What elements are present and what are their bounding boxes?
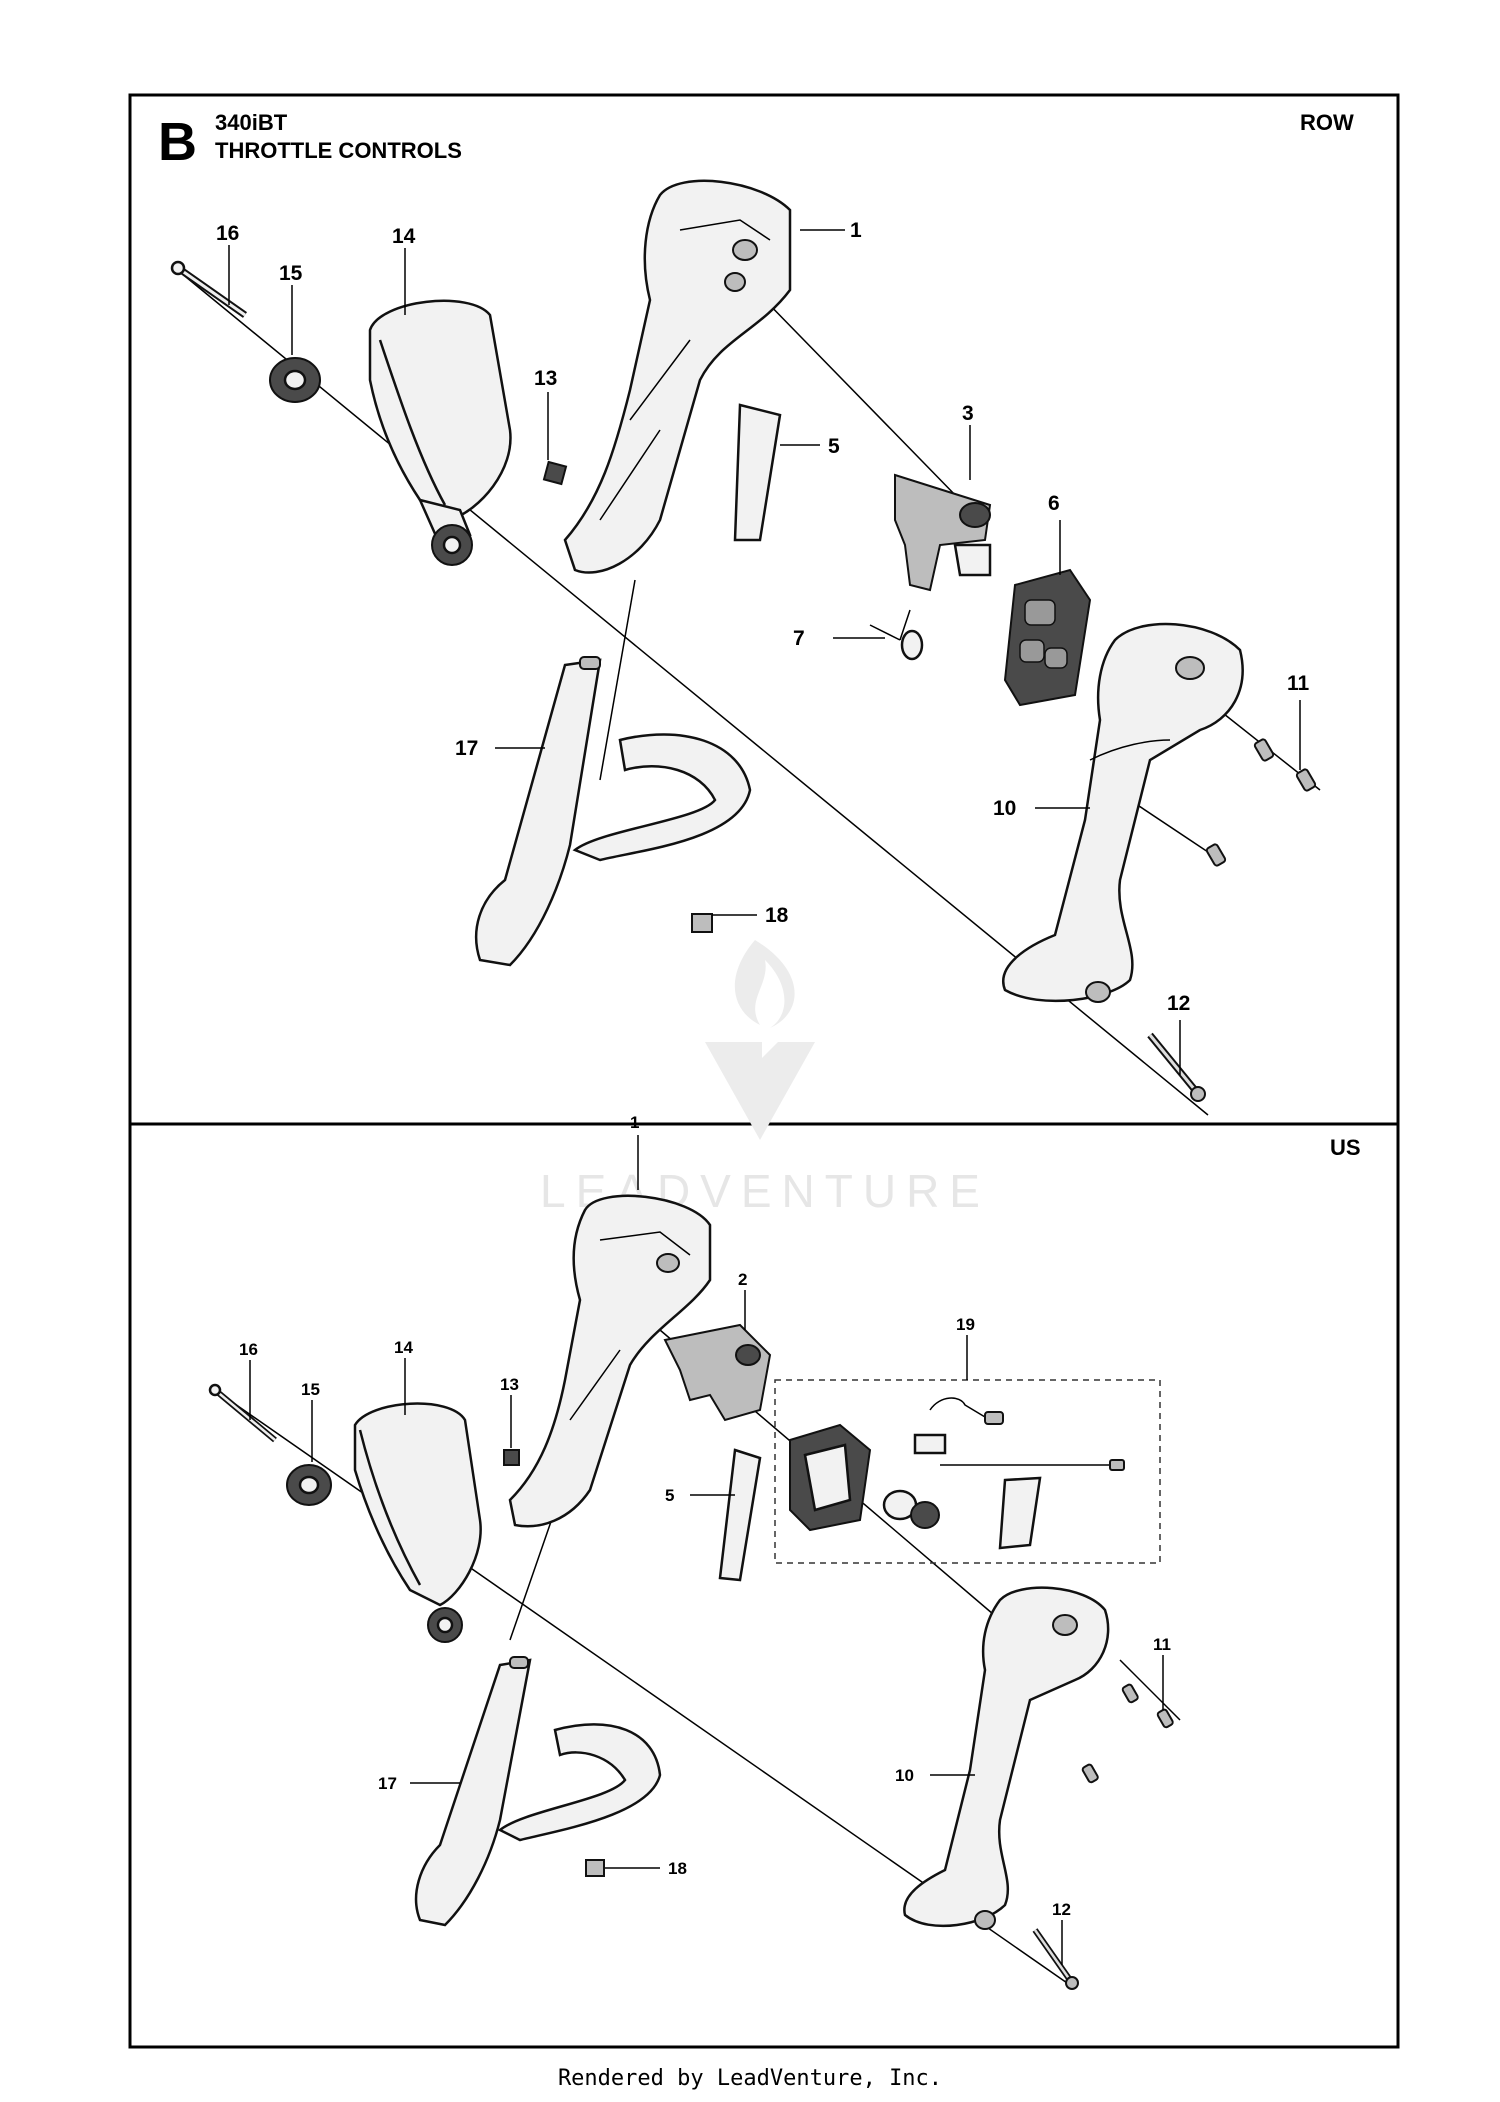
region-label-row: ROW [1300, 110, 1354, 135]
svg-text:13: 13 [534, 367, 557, 390]
callout-us-10: 10 [895, 1766, 975, 1785]
part-11-screws [1205, 738, 1317, 867]
svg-text:18: 18 [765, 904, 789, 927]
callout-us-13: 13 [500, 1375, 519, 1448]
callout-us-5: 5 [665, 1486, 735, 1505]
callout-7: 7 [793, 627, 885, 650]
part-10-grip-us [903, 1586, 1110, 1930]
svg-text:12: 12 [1052, 1900, 1071, 1919]
section-letter: B [158, 112, 197, 172]
callout-1: 1 [800, 219, 862, 242]
svg-text:13: 13 [500, 1375, 519, 1394]
svg-text:1: 1 [630, 1113, 639, 1132]
footer-credit: Rendered by LeadVenture, Inc. [558, 2066, 942, 2091]
part-16-bolt-us [208, 1383, 277, 1443]
svg-text:18: 18 [668, 1859, 687, 1878]
callout-us-18: 18 [605, 1859, 687, 1878]
part-14-clamp [368, 299, 512, 566]
part-1-housing [563, 179, 792, 574]
callout-us-16: 16 [239, 1340, 258, 1420]
part-7-spring [869, 624, 924, 661]
svg-text:15: 15 [301, 1380, 320, 1399]
model-number: 340iBT [215, 110, 288, 135]
callout-us-14: 14 [394, 1338, 413, 1415]
svg-text:5: 5 [828, 435, 840, 458]
callout-3: 3 [962, 402, 974, 480]
part-15-knob [269, 357, 321, 403]
callout-16: 16 [216, 222, 239, 305]
part-14-clamp-us [353, 1402, 482, 1643]
part-6-switch [1003, 568, 1092, 707]
svg-text:19: 19 [956, 1315, 975, 1334]
part-16-bolt [170, 260, 248, 318]
callout-us-2: 2 [738, 1270, 747, 1330]
svg-text:5: 5 [665, 1486, 674, 1505]
part-15-knob-us [286, 1464, 332, 1506]
flame-watermark-icon [734, 940, 795, 1028]
callout-12: 12 [1167, 992, 1190, 1075]
svg-text:10: 10 [895, 1766, 914, 1785]
svg-text:7: 7 [793, 627, 805, 650]
svg-text:11: 11 [1287, 672, 1310, 695]
callout-10: 10 [993, 797, 1090, 820]
part-5-lever [733, 403, 782, 542]
part-5-lever-us [718, 1448, 762, 1582]
svg-text:12: 12 [1167, 992, 1190, 1015]
part-3-trigger [894, 473, 992, 592]
callout-14: 14 [392, 225, 416, 315]
part-18-nut-us [585, 1859, 605, 1877]
callout-us-11: 11 [1153, 1635, 1171, 1710]
svg-text:16: 16 [239, 1340, 258, 1359]
part-18-nut [691, 913, 713, 933]
svg-text:14: 14 [392, 225, 416, 248]
callout-us-1: 1 [630, 1113, 639, 1190]
callout-5: 5 [780, 435, 840, 458]
part-10-grip [1002, 622, 1244, 1003]
svg-text:3: 3 [962, 402, 974, 425]
svg-text:2: 2 [738, 1270, 747, 1289]
part-13-nut-us [503, 1449, 520, 1466]
v-logo-watermark-icon [705, 1042, 815, 1140]
diagram-frame [128, 93, 1400, 2049]
svg-text:16: 16 [216, 222, 239, 245]
svg-text:11: 11 [1153, 1635, 1171, 1654]
part-12-screw-us [1032, 1928, 1079, 1990]
svg-text:1: 1 [850, 219, 862, 242]
part-17-handle-us [414, 1656, 662, 1927]
callout-6: 6 [1048, 492, 1061, 575]
diagram-title: THROTTLE CONTROLS [215, 138, 462, 163]
callout-us-12: 12 [1052, 1900, 1071, 1965]
part-13-nut [542, 460, 568, 486]
part-1-housing-us [508, 1194, 712, 1528]
callout-us-17: 17 [378, 1774, 460, 1793]
callout-15: 15 [279, 262, 303, 355]
callout-13: 13 [534, 367, 557, 460]
svg-text:17: 17 [455, 737, 478, 760]
panel-us: 1 2 5 10 11 12 13 14 [208, 1113, 1181, 1990]
callout-17: 17 [455, 737, 545, 760]
callout-18: 18 [712, 904, 789, 927]
part-2-trigger-us [663, 1323, 772, 1422]
leadventure-watermark: LEADVENTURE [540, 940, 980, 1217]
callout-us-19: 19 [956, 1315, 975, 1380]
part-19-switch-kit [774, 1379, 1161, 1564]
region-label-us: US [1330, 1135, 1361, 1160]
part-12-screw [1147, 1032, 1206, 1102]
part-17-handle [475, 656, 752, 967]
svg-text:10: 10 [993, 797, 1016, 820]
svg-text:6: 6 [1048, 492, 1060, 515]
part-11-screws-us [1081, 1683, 1174, 1784]
callout-11: 11 [1287, 672, 1310, 770]
callout-us-15: 15 [301, 1380, 320, 1462]
panel-row: 1 3 5 6 7 10 11 12 [170, 179, 1321, 1116]
svg-text:14: 14 [394, 1338, 413, 1357]
svg-text:15: 15 [279, 262, 303, 285]
svg-text:17: 17 [378, 1774, 397, 1793]
